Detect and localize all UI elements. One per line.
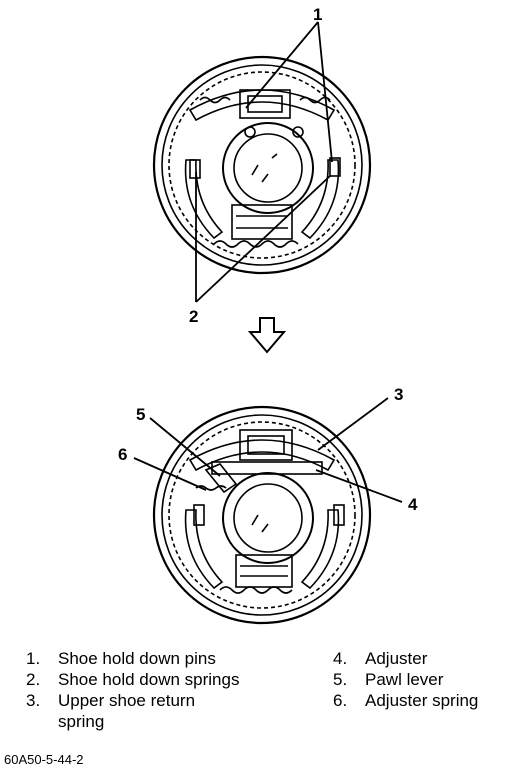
legend-text: Pawl lever (365, 670, 444, 689)
legend-number: 5. (333, 670, 348, 689)
legend-text: Shoe hold down springs (58, 670, 240, 689)
legend-item: 1. Shoe hold down pins (26, 648, 326, 669)
bottom-brake-assembly (152, 405, 372, 625)
legend-text: Upper shoe return spring (58, 691, 196, 731)
legend-number: 6. (333, 691, 348, 710)
legend-text: Shoe hold down pins (58, 649, 216, 668)
callout-2: 2 (189, 307, 198, 326)
legend-text: Adjuster spring (365, 691, 479, 710)
legend-number: 4. (333, 649, 348, 668)
legend-text: Adjuster (365, 649, 428, 668)
legend: 1. Shoe hold down pins 2. Shoe hold down… (0, 648, 512, 748)
callout-5: 5 (136, 405, 145, 424)
legend-column-left: 1. Shoe hold down pins 2. Shoe hold down… (26, 648, 326, 732)
callout-6: 6 (118, 445, 127, 464)
down-arrow-icon (247, 317, 287, 354)
legend-number: 3. (26, 691, 41, 710)
legend-item: 2. Shoe hold down springs (26, 669, 326, 690)
legend-item: 4. Adjuster (333, 648, 508, 669)
legend-item: 6. Adjuster spring (333, 690, 508, 711)
legend-number: 2. (26, 670, 41, 689)
legend-item: 3. Upper shoe return spring (26, 690, 326, 732)
figure-code: 60A50-5-44-2 (4, 752, 84, 767)
callout-1: 1 (313, 5, 322, 24)
legend-column-right: 4. Adjuster 5. Pawl lever 6. Adjuster sp… (333, 648, 508, 711)
legend-item: 5. Pawl lever (333, 669, 508, 690)
callout-3: 3 (394, 385, 403, 404)
callout-4: 4 (408, 495, 418, 514)
brake-diagram: 1 2 3 4 5 6 (118, 5, 418, 625)
legend-number: 1. (26, 649, 41, 668)
